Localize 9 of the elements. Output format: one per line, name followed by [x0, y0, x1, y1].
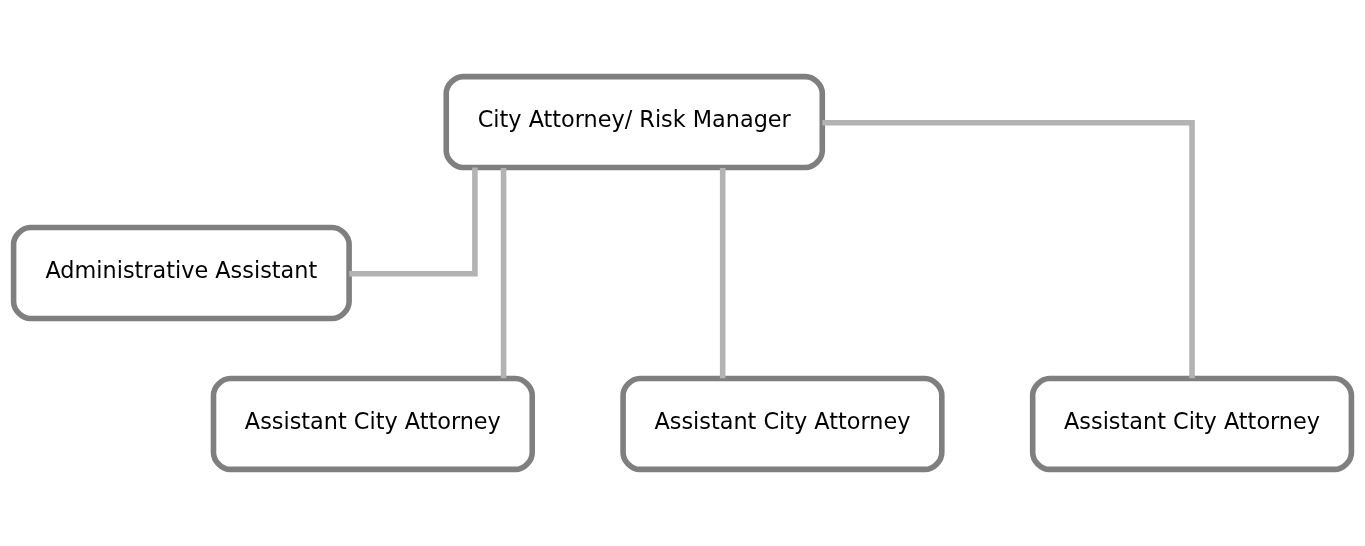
node-box: Administrative Assistant	[10, 224, 352, 322]
node-box: Assistant City Attorney	[1029, 375, 1355, 473]
node-box: City Attorney/ Risk Manager	[443, 73, 826, 171]
connector	[500, 167, 507, 379]
node-box: Assistant City Attorney	[620, 375, 945, 473]
connector	[349, 167, 478, 277]
connector	[719, 167, 726, 379]
node-box: Assistant City Attorney	[210, 375, 535, 473]
connector	[822, 119, 1195, 379]
